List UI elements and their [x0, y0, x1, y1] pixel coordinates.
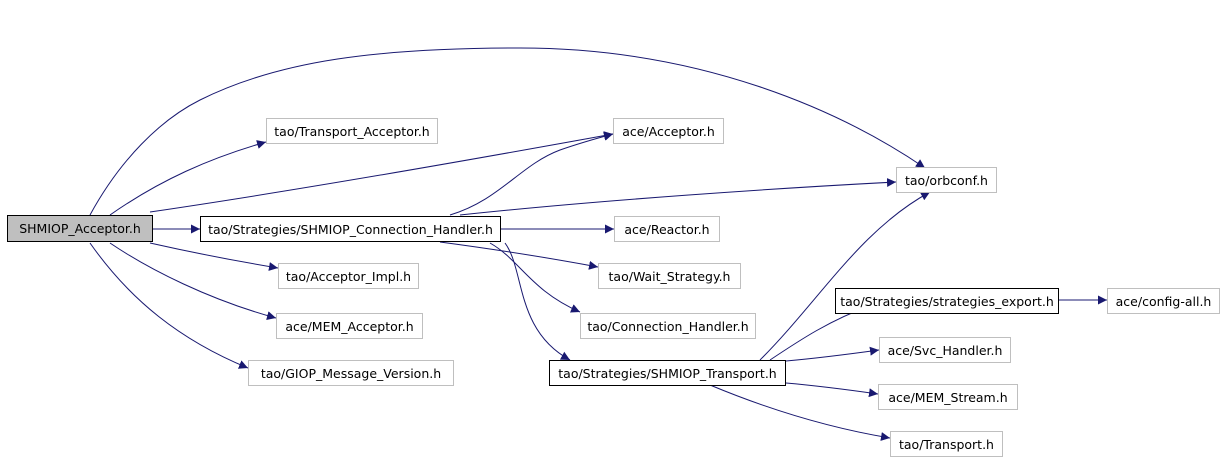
- node-reactor: ace/Reactor.h: [614, 216, 720, 242]
- edge-connhandler-to-orbconf: [459, 177, 897, 216]
- edge-connhandler-to-shmiop-transport: [504, 242, 571, 361]
- node-label: tao/Transport.h: [899, 436, 994, 452]
- node-transport-acceptor: tao/Transport_Acceptor.h: [266, 118, 438, 144]
- node-mem-stream: ace/MEM_Stream.h: [878, 384, 1018, 410]
- node-label: tao/orbconf.h: [905, 172, 988, 188]
- node-label: tao/GIOP_Message_Version.h: [260, 365, 442, 381]
- node-label: SHMIOP_Acceptor.h: [19, 221, 141, 236]
- node-label: ace/Svc_Handler.h: [887, 342, 1003, 358]
- edge-transport-to-svc-handler: [785, 346, 880, 362]
- node-config-all: ace/config-all.h: [1107, 288, 1220, 314]
- node-label: ace/Reactor.h: [624, 221, 710, 237]
- node-label: tao/Transport_Acceptor.h: [274, 123, 430, 139]
- edge-root-to-mem-acceptor: [109, 242, 277, 320]
- node-strategies-export[interactable]: tao/Strategies/strategies_export.h: [835, 288, 1059, 314]
- edge-root-to-transport-acceptor: [109, 140, 267, 216]
- node-svc-handler: ace/Svc_Handler.h: [879, 337, 1011, 363]
- edge-connhandler-to-wait-strategy: [439, 241, 599, 270]
- node-acceptor-impl: tao/Acceptor_Impl.h: [278, 263, 419, 289]
- node-label: tao/Connection_Handler.h: [587, 318, 749, 334]
- edge-root-to-orbconf: [89, 47, 926, 216]
- node-label: ace/MEM_Stream.h: [888, 389, 1008, 405]
- edge-transport-to-mem-stream: [785, 382, 879, 398]
- node-orbconf: tao/orbconf.h: [896, 167, 997, 193]
- edge-transport-to-transport: [709, 384, 891, 441]
- node-giop-message-version: tao/GIOP_Message_Version.h: [248, 360, 454, 386]
- node-ace-acceptor: ace/Acceptor.h: [613, 118, 724, 144]
- node-wait-strategy: tao/Wait_Strategy.h: [598, 263, 741, 289]
- edge-transport-to-orbconf: [759, 191, 931, 361]
- node-label: ace/config-all.h: [1115, 293, 1212, 309]
- node-label: tao/Wait_Strategy.h: [608, 268, 731, 284]
- edge-root-to-giop-message-version: [89, 242, 249, 369]
- edge-connhandler-to-connection-handler: [489, 242, 581, 313]
- node-mem-acceptor: ace/MEM_Acceptor.h: [276, 313, 423, 339]
- edge-root-to-acceptor-impl: [149, 242, 279, 271]
- node-label: tao/Strategies/SHMIOP_Connection_Handler…: [208, 221, 493, 237]
- node-label: tao/Strategies/SHMIOP_Transport.h: [558, 365, 777, 381]
- node-transport: tao/Transport.h: [890, 431, 1003, 457]
- node-label: ace/MEM_Acceptor.h: [285, 318, 414, 334]
- node-shmiop-acceptor: SHMIOP_Acceptor.h: [7, 215, 153, 242]
- node-label: ace/Acceptor.h: [622, 123, 715, 139]
- node-connection-handler: tao/Connection_Handler.h: [580, 313, 756, 339]
- edge-root-to-ace-acceptor: [149, 131, 614, 213]
- node-label: tao/Acceptor_Impl.h: [285, 268, 412, 284]
- node-shmiop-connection-handler[interactable]: tao/Strategies/SHMIOP_Connection_Handler…: [200, 216, 501, 242]
- edge-connhandler-to-ace-acceptor: [449, 131, 614, 216]
- node-shmiop-transport[interactable]: tao/Strategies/SHMIOP_Transport.h: [549, 360, 786, 386]
- node-label: tao/Strategies/strategies_export.h: [840, 293, 1054, 309]
